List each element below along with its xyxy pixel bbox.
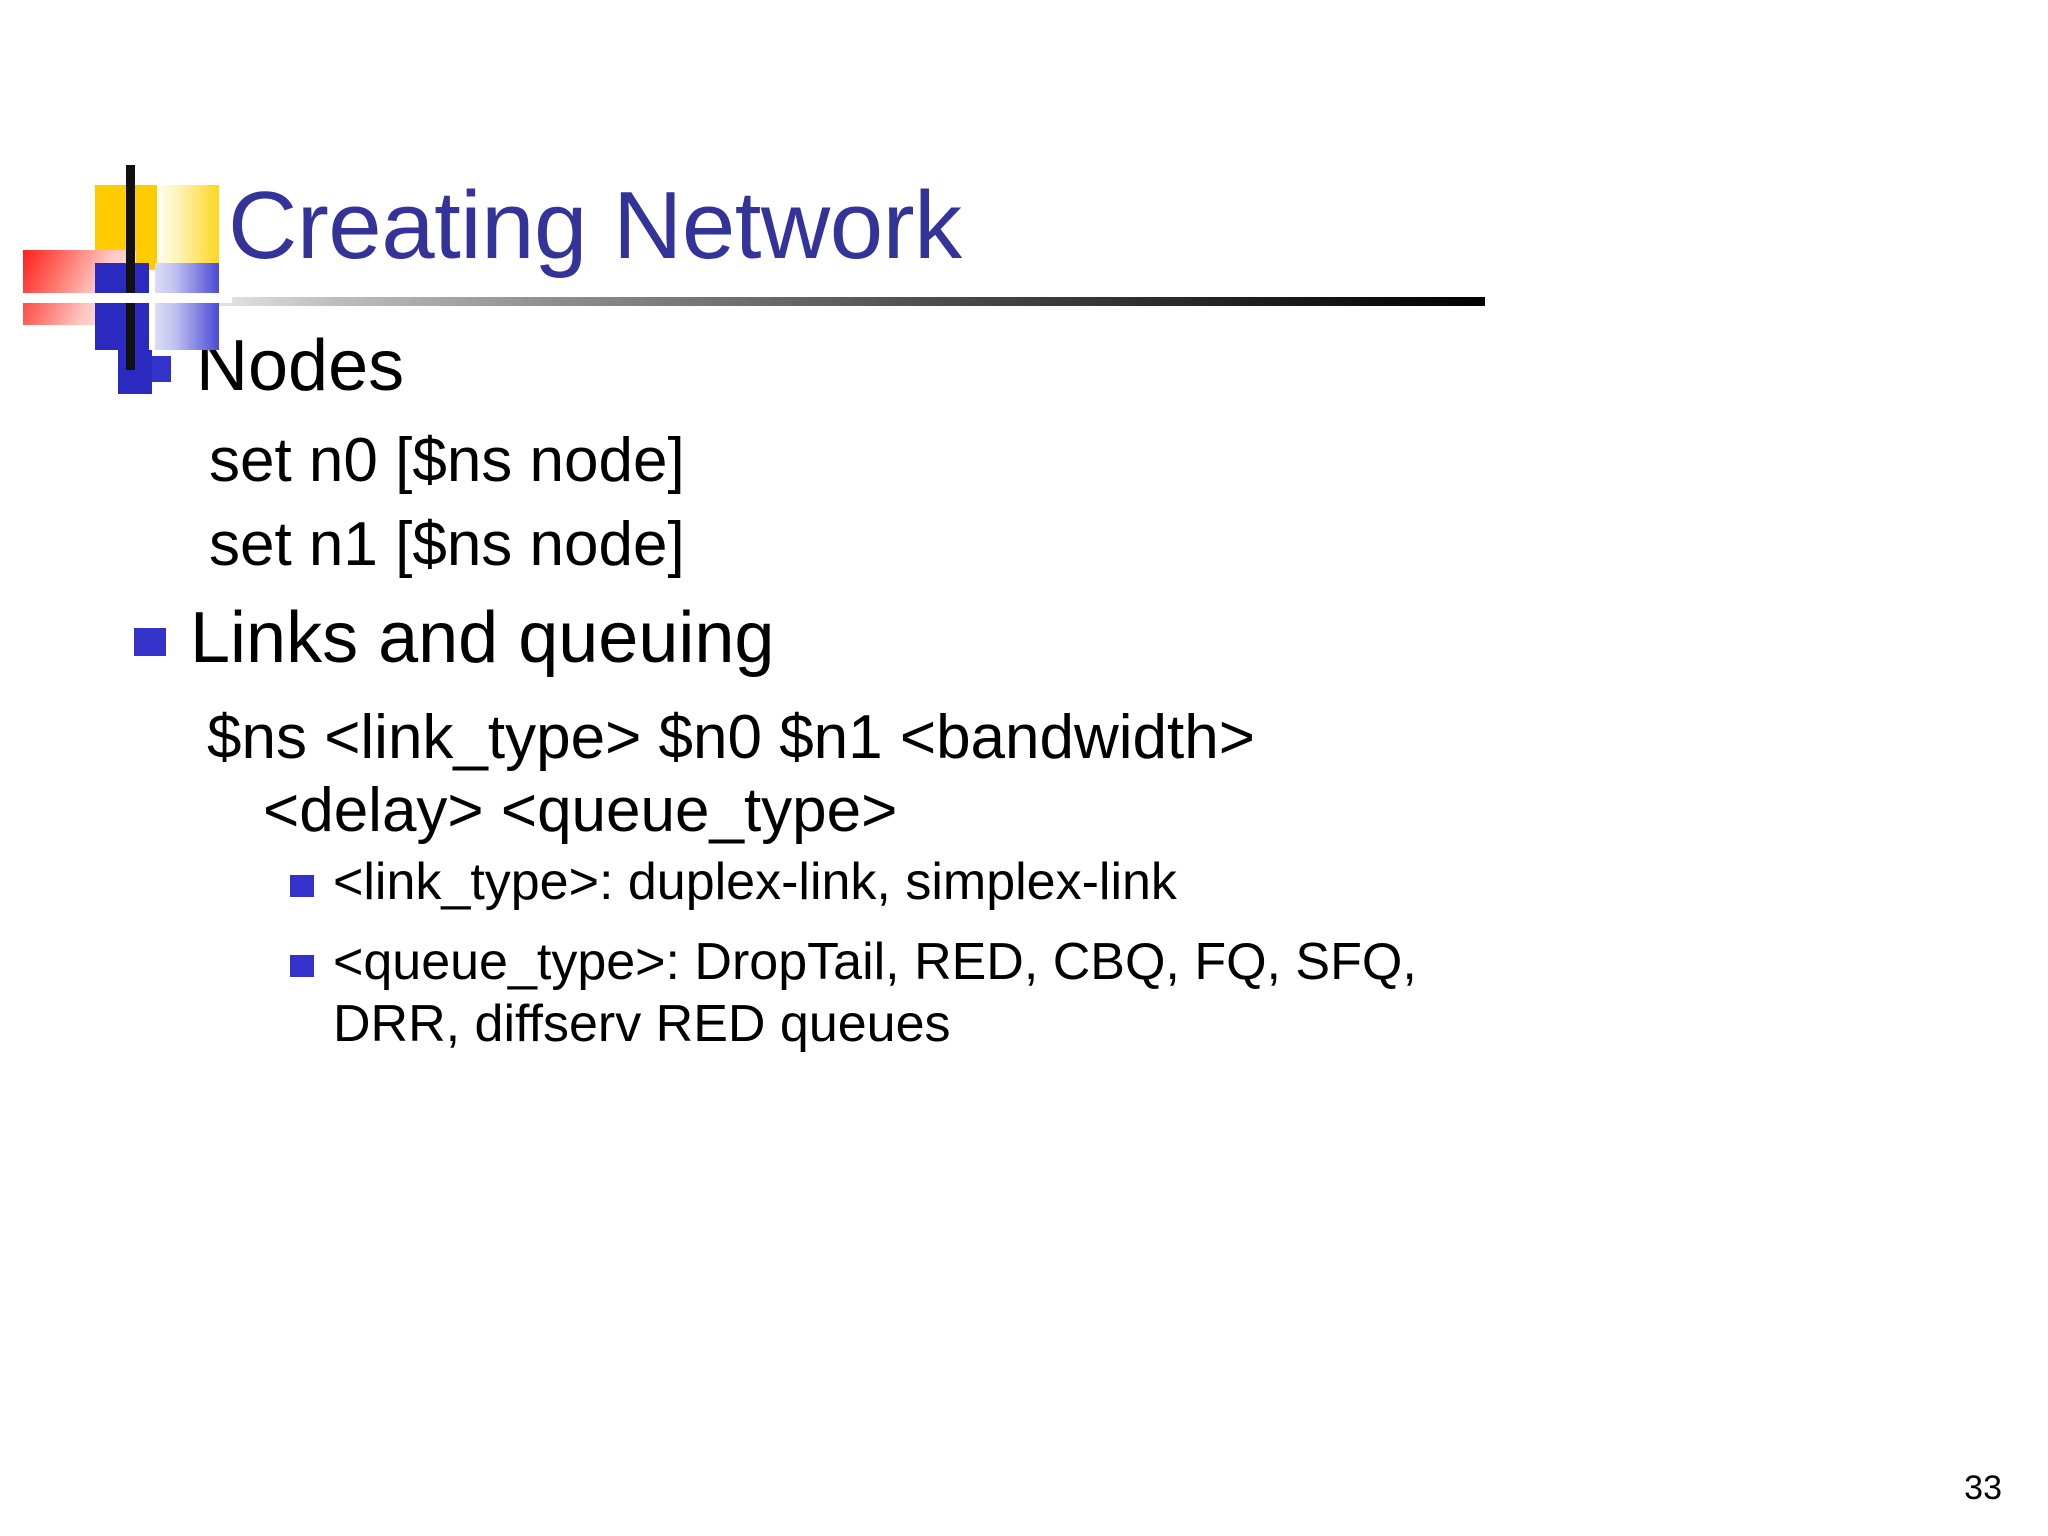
- bullet-nodes-heading: Nodes: [196, 326, 405, 406]
- bullet-square-links: [134, 628, 166, 656]
- title-divider-rule: [150, 297, 1485, 306]
- bullet-square-queue-type: [290, 955, 314, 977]
- decorative-logo-cluster: [0, 150, 300, 410]
- decor-blue-gradient-square-icon: [155, 263, 219, 350]
- bullet-square-link-type: [290, 875, 314, 897]
- decor-horizontal-white-line: [22, 293, 232, 303]
- decor-blue-square-icon: [95, 263, 149, 350]
- decor-vertical-line: [126, 165, 135, 370]
- syntax-line-2: <delay> <queue_type>: [263, 776, 898, 845]
- code-line-set-n1: set n1 [$ns node]: [209, 510, 685, 579]
- decor-yellow-gradient-square-icon: [157, 185, 219, 270]
- sub-bullet-link-type: <link_type>: duplex-link, simplex-link: [333, 853, 1177, 911]
- bullet-links-heading: Links and queuing: [190, 598, 775, 678]
- code-line-set-n0: set n0 [$ns node]: [209, 426, 685, 495]
- page-number: 33: [1964, 1469, 2002, 1507]
- slide-title: Creating Network: [228, 172, 962, 279]
- sub-bullet-queue-type-line1: <queue_type>: DropTail, RED, CBQ, FQ, SF…: [333, 933, 1417, 991]
- syntax-line-1: $ns <link_type> $n0 $n1 <bandwidth>: [207, 703, 1255, 772]
- sub-bullet-queue-type-line2: DRR, diffserv RED queues: [333, 995, 951, 1053]
- decor-blue-small-square-icon: [118, 350, 152, 394]
